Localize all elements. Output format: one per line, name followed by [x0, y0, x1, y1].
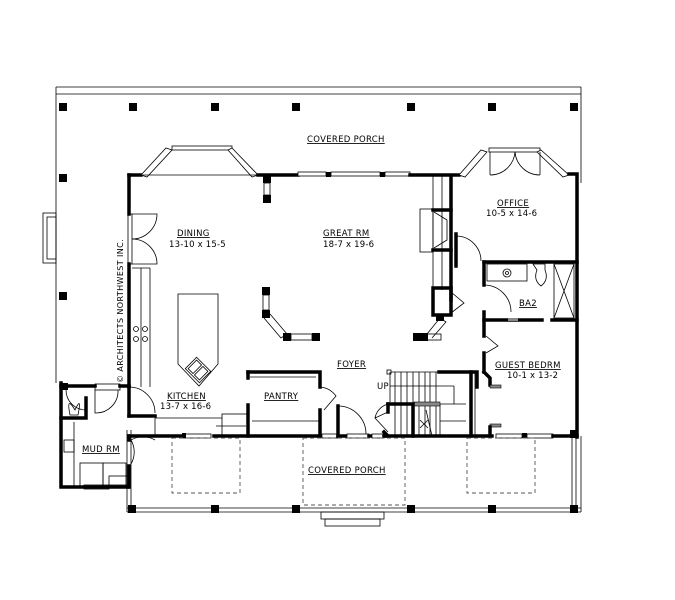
west-wall: [127, 173, 158, 389]
room-label-covered-porch-front: COVERED PORCH: [308, 466, 386, 476]
south-wall: [127, 413, 579, 439]
room-label-great-rm: GREAT RM: [323, 229, 370, 239]
room-label-foyer: FOYER: [337, 360, 366, 370]
room-size-dining: 13-10 x 15-5: [169, 240, 226, 250]
room-size-kitchen: 13-7 x 16-6: [160, 402, 211, 412]
north-wall: [127, 145, 579, 439]
room-label-mud-rm: MUD RM: [82, 445, 120, 455]
room-labels: COVERED PORCH DINING 13-10 x 15-5 GREAT …: [82, 135, 561, 476]
room-label-ba2: BA2: [519, 299, 537, 309]
mud-room: [59, 381, 157, 490]
porch-outline: [42, 86, 582, 527]
room-label-dining: DINING: [177, 229, 210, 239]
room-label-office: OFFICE: [497, 199, 529, 209]
room-size-office: 10-5 x 14-6: [486, 209, 537, 219]
room-size-guest-bedrm: 10-1 x 13-2: [507, 371, 558, 381]
pantry: [246, 370, 367, 438]
stair-up-label: UP: [377, 382, 389, 392]
room-size-great-rm: 18-7 x 19-6: [323, 240, 374, 250]
stair: UP: [374, 369, 479, 439]
great-room-columns: [262, 287, 447, 341]
east-rooms: [474, 260, 579, 438]
porch-posts: [59, 103, 578, 513]
kitchen-island: [177, 293, 219, 387]
room-label-kitchen: KITCHEN: [167, 392, 206, 402]
room-label-covered-porch-top: COVERED PORCH: [307, 135, 385, 145]
porch-beams: [171, 437, 536, 506]
room-label-guest-bedrm: GUEST BEDRM: [495, 361, 561, 371]
watermark: © ARCHITECTS NORTHWEST INC.: [116, 239, 125, 383]
room-label-pantry: PANTRY: [264, 392, 299, 402]
fireplace-wall: [419, 174, 482, 321]
